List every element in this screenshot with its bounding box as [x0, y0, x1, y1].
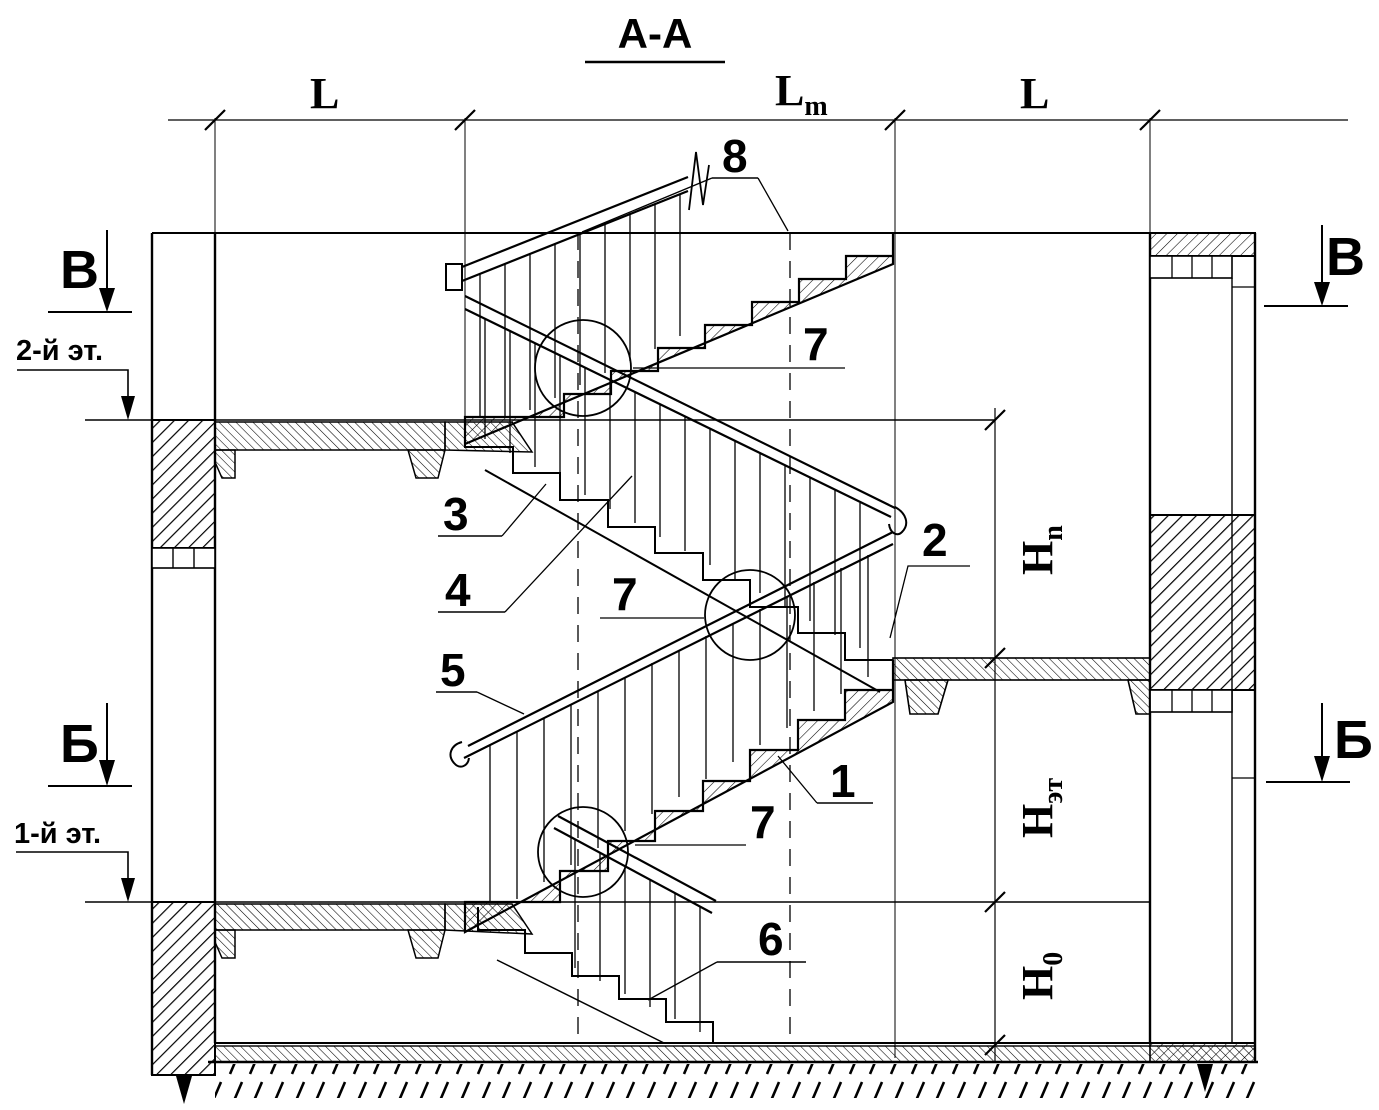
callout-7-top: 7: [633, 318, 845, 370]
handrail-end-hook-icon: [449, 741, 470, 768]
right-wall-brick-row-mid: [1149, 689, 1233, 713]
basement-flight: [477, 907, 714, 1044]
section-arrow-icon: [99, 288, 115, 312]
basement-flight-railing: [553, 815, 717, 1032]
node-circle-middle: [704, 569, 796, 661]
lower-railing-balusters: [489, 555, 869, 902]
dim-label-h-mid: Hэт: [1013, 778, 1069, 838]
section-letter: В: [60, 240, 99, 300]
callout-number: 6: [758, 913, 784, 965]
down-arrow-icon: [1197, 1064, 1213, 1092]
second-floor-slab: [214, 421, 534, 479]
right-wall-brick-row-top: [1149, 255, 1233, 279]
callout-number: 5: [440, 644, 466, 696]
left-wall: [150, 233, 217, 1076]
callout-7-bottom: 7: [635, 796, 776, 848]
callout-4: 4: [438, 475, 633, 616]
callout-6: 6: [647, 913, 806, 1001]
lower-flight-railing: [449, 531, 894, 902]
title-block: А-А: [585, 10, 725, 64]
middle-flight-railing: [464, 295, 908, 648]
callout-1: 1: [777, 755, 873, 807]
callout-number: 3: [443, 488, 469, 540]
detail-node-circles: [534, 319, 796, 898]
callout-number: 7: [750, 796, 776, 848]
floor-label-second: 2-й эт.: [16, 335, 135, 420]
section-marker-v-right: В: [1264, 225, 1365, 307]
callout-number: 4: [445, 564, 471, 616]
right-wall: [1148, 232, 1257, 1063]
dimension-tick-icons: [204, 109, 1161, 131]
section-arrow-icon: [1314, 282, 1330, 306]
callout-number: 1: [830, 755, 856, 807]
handrail-end-hook-icon: [888, 506, 908, 536]
section-arrow-icon: [99, 760, 115, 786]
floor-label-first: 1-й эт.: [14, 818, 135, 902]
level-arrow-icon: [121, 878, 135, 902]
dim-label-span-mid: Lm: [775, 66, 828, 122]
left-wall-brick-row: [151, 547, 216, 569]
section-letter: В: [1326, 227, 1365, 287]
bottom-break-arrows: [176, 1064, 1213, 1104]
callout-number: 7: [803, 318, 829, 370]
drawing-title: А-А: [618, 10, 693, 57]
callout-number: 2: [922, 514, 948, 566]
callout-8: 8: [581, 130, 789, 233]
railing-break-icon: [688, 151, 710, 211]
floor-label-text: 1-й эт.: [14, 818, 101, 850]
section-marker-b-right: Б: [1266, 703, 1373, 783]
dim-label-span-right: L: [1020, 69, 1049, 118]
lower-cut-flight: [463, 660, 895, 934]
node-circle-bottom: [537, 806, 629, 898]
node-circle-top: [534, 319, 632, 417]
ground-hatch: [215, 1064, 1258, 1098]
section-letter: Б: [1334, 710, 1373, 770]
callout-number: 7: [612, 568, 638, 620]
down-arrow-icon: [176, 1076, 192, 1104]
callout-3: 3: [438, 483, 547, 540]
bottom-floor-slab: [214, 1045, 1256, 1063]
upper-railing-balusters: [479, 194, 681, 417]
dim-label-h-top: Hn: [1013, 525, 1069, 575]
first-floor-slab: [214, 903, 534, 959]
half-landing-slab: [892, 657, 1151, 715]
middle-railing-balusters: [484, 319, 861, 648]
floor-label-text: 2-й эт.: [16, 335, 103, 367]
callout-number: 8: [722, 130, 748, 182]
dim-label-span-left: L: [310, 69, 339, 118]
upper-flight-railing: [445, 151, 710, 417]
height-dimension: Hn Hэт H0: [984, 408, 1069, 1062]
top-dimension: L Lm L: [168, 66, 1348, 131]
upper-cut-flight: [463, 233, 895, 446]
callout-2: 2: [889, 514, 970, 639]
section-marker-v-left: В: [48, 230, 132, 313]
dim-label-h-bot: H0: [1013, 952, 1069, 1000]
callout-5: 5: [436, 644, 525, 715]
section-marker-b-left: Б: [48, 703, 132, 787]
section-arrow-icon: [1314, 756, 1330, 782]
callout-7-middle: 7: [600, 568, 704, 620]
level-arrow-icon: [121, 396, 135, 420]
dimension-tick-icons: [984, 409, 1006, 1056]
basement-railing-balusters: [574, 839, 701, 1032]
section-letter: Б: [60, 714, 99, 774]
